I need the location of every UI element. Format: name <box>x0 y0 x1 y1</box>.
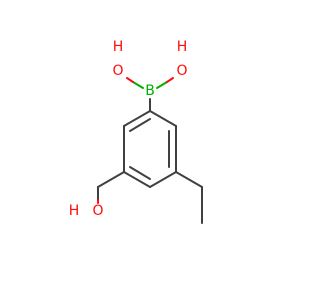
ring-bond-c6-c1 <box>123 110 151 127</box>
oxygen-left-label: O <box>112 63 123 79</box>
hydroxymethyl-oxygen-label: O <box>92 203 103 219</box>
ring-bond-c4-c5 <box>123 171 151 188</box>
bond-b-o-left <box>132 81 144 89</box>
boronic-acid-group: B O H O H <box>112 39 188 112</box>
bond-c3-ethyl-ch2 <box>175 171 203 188</box>
bond-c5-ch2 <box>97 171 125 188</box>
boron-label: B <box>145 83 155 99</box>
hydroxymethyl-group: O H <box>69 171 125 219</box>
ring-bond-c3-c4 <box>149 171 177 188</box>
ring-double-bond-c6-c1 <box>129 118 151 132</box>
ring-double-bond-c4-c5 <box>129 166 151 180</box>
oxygen-right-label: O <box>176 63 187 79</box>
benzene-ring <box>123 110 177 188</box>
hydrogen-right-label: H <box>177 39 188 55</box>
ethyl-group <box>175 171 203 224</box>
molecule-structure: B O H O H O H <box>68 39 203 224</box>
bond-b-o-right <box>156 81 168 89</box>
hydroxymethyl-hydrogen-label: H <box>69 203 80 219</box>
bond-o-right-b <box>166 77 174 83</box>
bond-o-left-b <box>126 77 134 83</box>
ring-bond-c1-c2 <box>149 110 177 127</box>
hydrogen-left-label: H <box>113 39 124 55</box>
